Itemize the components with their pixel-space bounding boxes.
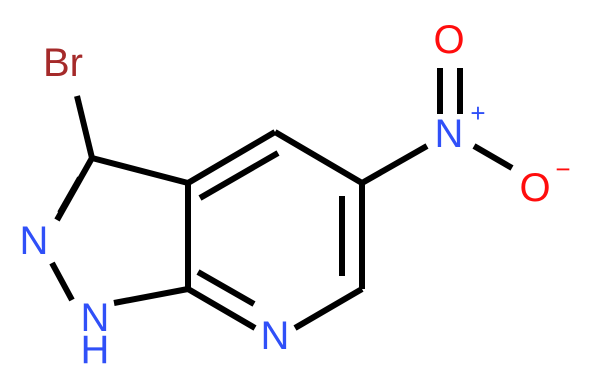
bond-c5-nitro — [360, 143, 429, 186]
bond-c3a-c4-inner — [198, 150, 280, 201]
bond-c6-n7 — [293, 286, 364, 331]
bonds — [49, 68, 514, 331]
atom-nitro-n-label: N — [435, 112, 464, 156]
bond-c3a-c3 — [91, 155, 189, 186]
atom-n1-label: N — [81, 296, 110, 340]
atom-o-top-label: O — [433, 18, 464, 62]
o-right-negative-charge: − — [555, 154, 570, 184]
bond-c4-c5 — [273, 129, 364, 186]
atom-n7-label: N — [261, 314, 290, 358]
atom-o-right-label: O — [519, 166, 550, 210]
bond-n1-c7a — [113, 286, 189, 306]
nitro-n-positive-charge: + — [470, 98, 485, 128]
bond-n7-c7a-inner — [196, 269, 256, 307]
bond-c3a-c4 — [186, 129, 277, 186]
bond-n7-c7a — [186, 286, 257, 331]
bond-c3-br — [74, 95, 95, 159]
atom-n2-label: N — [20, 219, 49, 263]
atom-n1-hydrogen-label: H — [81, 328, 110, 372]
bond-n2-n1 — [49, 261, 75, 302]
bond-c3-n2-inner — [57, 176, 83, 215]
atom-labels: Br N N H N N + O O − — [20, 18, 571, 372]
bond-nitro-o-right — [472, 143, 514, 171]
atom-br-label: Br — [43, 41, 83, 85]
